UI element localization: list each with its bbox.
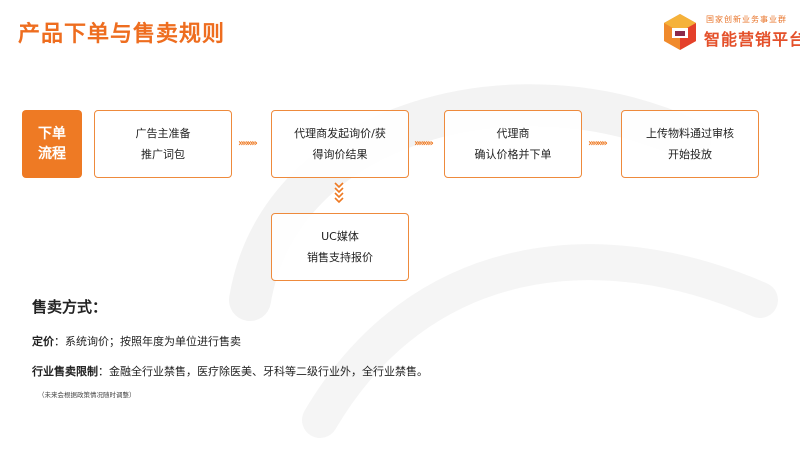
industry-restriction-text: ：金融全行业禁售，医疗除医美、牙科等二级行业外，全行业禁售。 xyxy=(98,365,428,378)
flow-step-agent-confirm: 代理商 确认价格并下单 xyxy=(444,110,582,178)
policy-note: （未来会根据政策情况随时调整） xyxy=(38,391,136,399)
page-title: 产品下单与售卖规则 xyxy=(18,22,226,47)
industry-restriction-rule: 行业售卖限制：金融全行业禁售，医疗除医美、牙科等二级行业外，全行业禁售。 xyxy=(32,363,428,379)
flow-step-agent-inquiry: 代理商发起询价/获 得询价结果 xyxy=(271,110,409,178)
logo-mark-icon xyxy=(664,14,696,50)
logo-tagline: 国家创新业务事业群 xyxy=(706,15,787,24)
flow-arrow-right: »»»» xyxy=(238,138,258,149)
brand-logo: 国家创新业务事业群 智能营销平台 xyxy=(660,12,800,52)
pricing-rule: 定价：系统询价；按照年度为单位进行售卖 xyxy=(32,333,241,349)
order-flow-label-line2: 流程 xyxy=(38,146,66,162)
flow-step-line: 确认价格并下单 xyxy=(474,148,552,161)
sales-method-title: 售卖方式： xyxy=(32,298,108,316)
pricing-rule-label: 定价 xyxy=(32,335,54,348)
flow-step-line: 得询价结果 xyxy=(312,148,368,161)
industry-restriction-label: 行业售卖限制 xyxy=(32,365,98,378)
flow-step-line: 上传物料通过审核 xyxy=(646,127,734,140)
flow-step-line: UC媒体 xyxy=(321,230,359,243)
order-flow-label-line1: 下单 xyxy=(38,126,66,142)
flow-step-line: 广告主准备 xyxy=(135,127,191,140)
flow-step-uc-media: UC媒体 销售支持报价 xyxy=(271,213,409,281)
double-arrow-icon xyxy=(334,182,344,204)
order-flow-label: 下单 流程 xyxy=(22,110,82,178)
flow-step-line: 代理商 xyxy=(496,127,530,140)
flow-step-line: 开始投放 xyxy=(668,148,712,161)
flow-step-line: 代理商发起询价/获 xyxy=(294,127,386,140)
flow-step-line: 推广词包 xyxy=(141,148,185,161)
flow-step-upload-launch: 上传物料通过审核 开始投放 xyxy=(621,110,759,178)
pricing-rule-text: ：系统询价；按照年度为单位进行售卖 xyxy=(54,335,241,348)
flow-arrow-right: »»»» xyxy=(414,138,434,149)
flow-step-line: 销售支持报价 xyxy=(307,251,373,264)
flow-step-advertiser-prepare: 广告主准备 推广词包 xyxy=(94,110,232,178)
flow-arrow-right: »»»» xyxy=(588,138,608,149)
logo-name: 智能营销平台 xyxy=(704,30,800,49)
flow-arrow-vertical xyxy=(332,181,346,207)
